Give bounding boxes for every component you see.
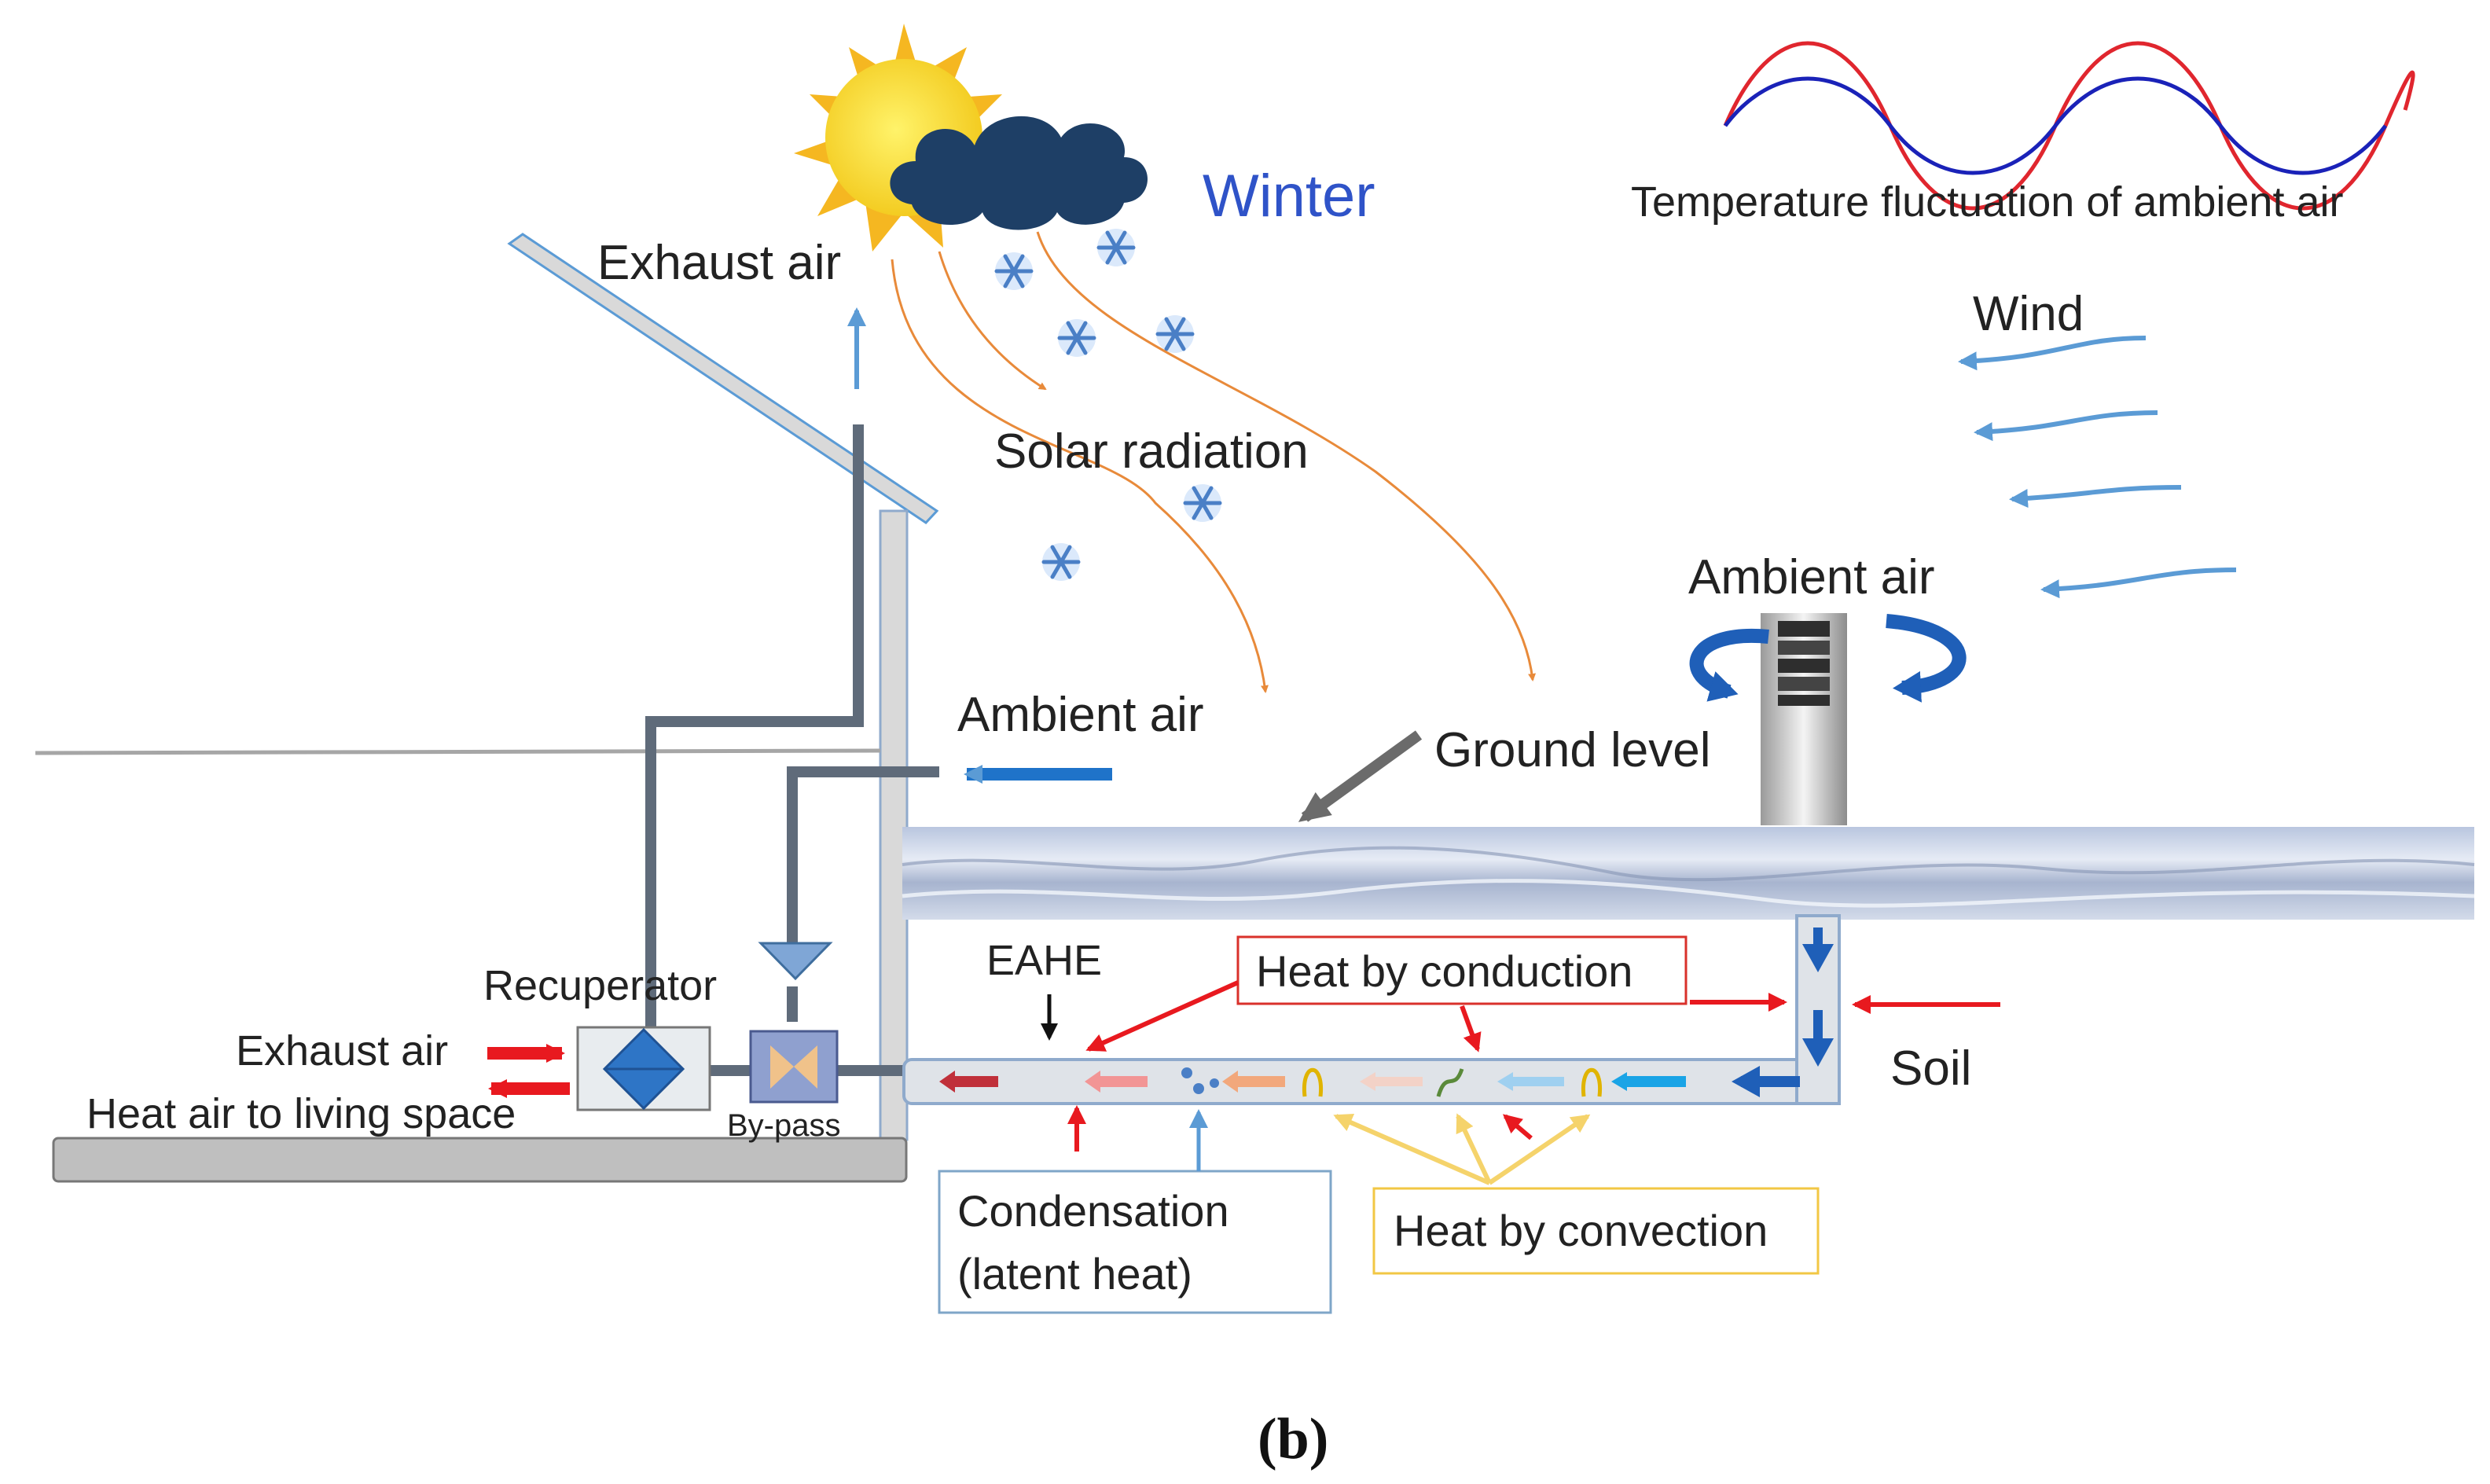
house-structure (35, 233, 939, 1183)
figure-caption: (b) (1258, 1407, 1328, 1471)
temperature-fluctuation-waves (1723, 41, 2415, 211)
heat-air-living-space-label: Heat air to living space (86, 1090, 516, 1137)
convection-arrows (1333, 1113, 1591, 1185)
air-intake-tower (1761, 613, 1847, 825)
bypass-valve (749, 942, 839, 1104)
rotation-arrows-icon (1689, 614, 1967, 703)
recuperator-label: Recuperator (483, 962, 717, 1009)
heat-by-convection-label: Heat by convection (1394, 1206, 1768, 1255)
pipe-airflow-arrows (939, 928, 1834, 1097)
cloud-icon (890, 116, 1148, 230)
snowflake-icons (994, 229, 1222, 581)
ambient-air-tower-label: Ambient air (1688, 550, 1935, 604)
living-space-air-arrows (487, 1044, 570, 1098)
condensation-label-line2: (latent heat) (957, 1249, 1192, 1298)
winter-label: Winter (1203, 163, 1375, 230)
temperature-fluctuation-label: Temperature fluctuation of ambient air (1631, 178, 2343, 226)
condensation-box (938, 1170, 1332, 1314)
recuperator-unit (576, 1026, 711, 1111)
ambient-air-inlet-label: Ambient air (957, 688, 1204, 742)
eahe-label: EAHE (986, 937, 1102, 984)
wind-arrows (1958, 336, 2237, 599)
exhaust-air-top-label: Exhaust air (597, 236, 841, 290)
solar-rays (891, 231, 1537, 693)
exhaust-air-left-label: Exhaust air (236, 1027, 448, 1074)
heat-by-conduction-box (1236, 935, 1688, 1005)
heat-by-convection-box (1372, 1187, 1820, 1275)
heat-by-conduction-label: Heat by conduction (1256, 946, 1632, 996)
wind-label: Wind (1973, 287, 2084, 341)
ground-level-pointer-arrow (1298, 730, 1423, 822)
solar-radiation-label: Solar radiation (994, 424, 1309, 479)
snow-ground-surface (902, 827, 2475, 920)
ventilation-ducts (645, 424, 939, 1076)
soil-label: Soil (1890, 1041, 1971, 1096)
ground-level-label: Ground level (1434, 723, 1711, 777)
conduction-arrows (1067, 980, 2000, 1152)
bypass-label: By-pass (727, 1108, 841, 1143)
condensation-label-line1: Condensation (957, 1186, 1229, 1236)
